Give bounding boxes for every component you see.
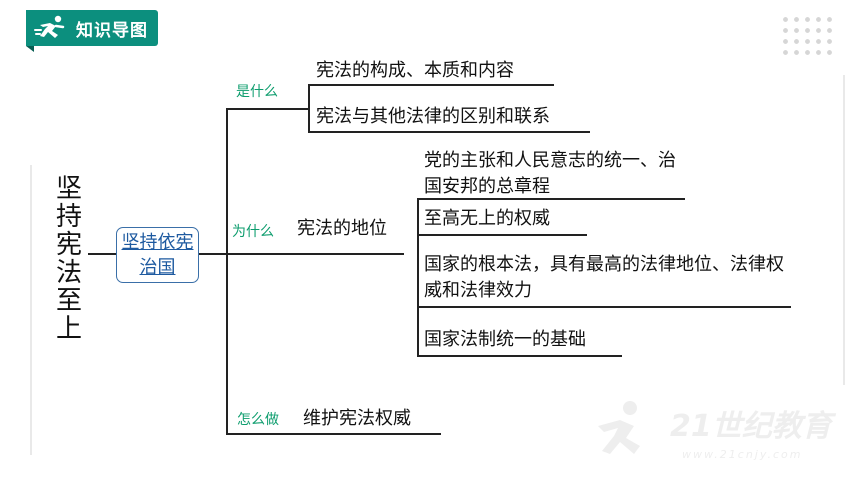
branch-label-what: 是什么 [236,84,278,100]
root-title: 坚持宪法至上 [56,174,83,344]
what-item-1: 宪法的构成、本质和内容 [316,60,514,81]
runner-icon [34,15,65,38]
what-sub-trunk [308,84,310,132]
why-item-1: 党的主张和人民意志的统一、治国安邦的总章程 [424,150,676,197]
center-node: 坚持依宪治国 [116,227,199,283]
watermark-logo: 21世纪教育 www.21cnjy.com [598,401,837,461]
header-title: 知识导图 [76,20,148,41]
what-item2-line [308,131,590,133]
why-node: 宪法的地位 [297,218,387,239]
what-item1-line [308,84,554,86]
how-node: 维护宪法权威 [303,408,411,429]
center-connector [199,253,404,255]
why-item2-line [417,234,587,236]
branch-label-how: 怎么做 [237,412,279,428]
why-item3-line [417,306,791,308]
main-trunk-line [226,108,228,434]
branch-label-why: 为什么 [232,224,274,240]
why-sub-trunk [417,198,419,356]
why-item1-line [417,198,685,200]
branch-what-line [226,108,308,110]
right-side-line [843,75,845,385]
section-header: 知识导图 [26,10,158,52]
why-item4-line [417,355,622,357]
why-item-3: 国家的根本法，具有最高的法律地位、法律权威和法律效力 [424,254,784,301]
why-item-2: 至高无上的权威 [424,208,550,229]
left-side-line [30,165,32,455]
watermark-text: 21世纪教育 [670,409,837,444]
dot-grid-decoration [780,14,836,58]
what-item-2: 宪法与其他法律的区别和联系 [316,106,550,127]
branch-how-line [226,433,441,435]
root-connector [88,253,116,255]
why-item-4: 国家法制统一的基础 [424,329,586,350]
watermark-url: www.21cnjy.com [682,448,803,461]
